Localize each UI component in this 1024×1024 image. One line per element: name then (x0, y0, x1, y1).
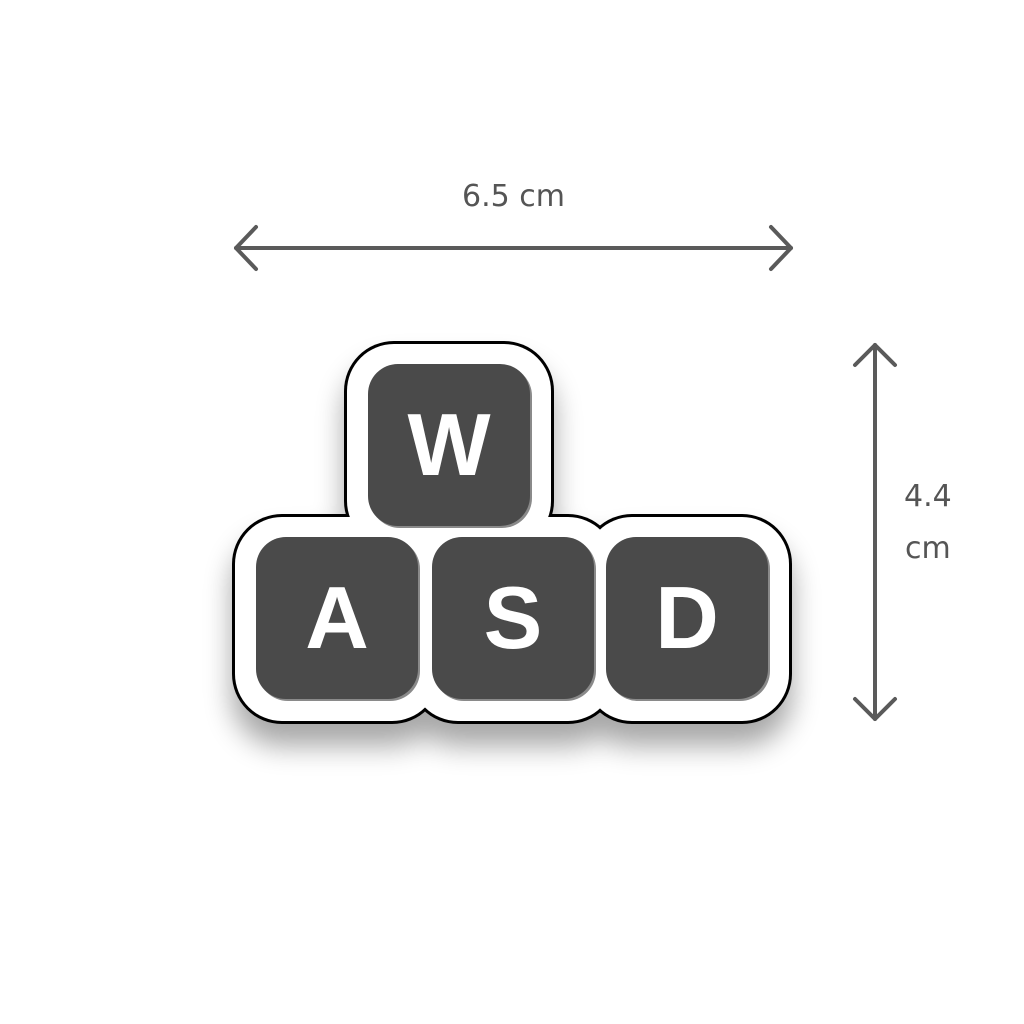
height-dimension-label-unit: cm (905, 531, 951, 566)
key-a: A (256, 537, 418, 699)
key-w: W (368, 364, 530, 526)
key-s: S (432, 537, 594, 699)
key-d-letter: D (655, 568, 719, 667)
key-s-letter: S (483, 568, 543, 667)
key-d: D (606, 537, 768, 699)
width-dimension-label: 6.5 cm (462, 179, 565, 214)
key-a-letter: A (305, 568, 369, 667)
height-arrow-icon (853, 343, 897, 721)
width-arrow-icon (234, 225, 793, 271)
key-w-letter: W (407, 395, 491, 494)
height-dimension-label-value: 4.4 (904, 479, 952, 514)
